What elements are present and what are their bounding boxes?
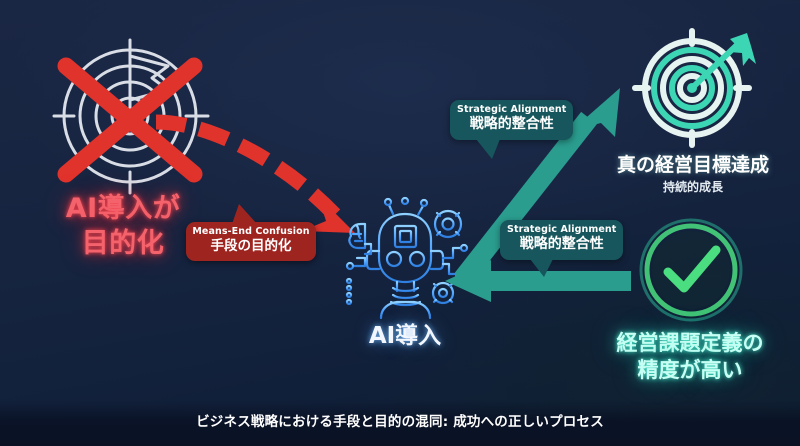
callout-tail	[232, 204, 257, 224]
failure-headline-line1: AI導入が	[65, 193, 181, 224]
problem-definition-success-node: 経営課題定義の 精度が高い	[580, 218, 800, 388]
success-label-line2: 精度が高い	[637, 358, 743, 383]
crossed-out-target-icon	[42, 38, 222, 198]
caption-text: ビジネス戦略における手段と目的の混同: 成功への正しいプロセス	[196, 414, 604, 430]
align-callout-2-en: Strategic Alignment	[507, 224, 617, 235]
callout-tail	[476, 138, 500, 159]
goal-subtitle: 持続的成長	[662, 180, 723, 194]
strategic-alignment-callout-1: Strategic Alignment 戦略的整合性	[450, 100, 574, 159]
strategic-alignment-callout-2: Strategic Alignment 戦略的整合性	[500, 220, 624, 277]
caption-bar: ビジネス戦略における手段と目的の混同: 成功への正しいプロセス	[0, 400, 800, 446]
target-with-arrow-icon	[630, 22, 760, 156]
strategic-alignment-up-arrow	[453, 85, 640, 288]
align-callout-2-ja: 戦略的整合性	[519, 236, 604, 253]
success-label: 経営課題定義の 精度が高い	[580, 330, 800, 385]
failure-headline: AI導入が 目的化	[18, 192, 228, 261]
strategic-alignment-left-arrow	[443, 258, 633, 306]
align-callout-1-en: Strategic Alignment	[457, 104, 567, 115]
means-end-callout-ja: 手段の目的化	[210, 238, 292, 255]
check-circle-icon	[632, 218, 750, 328]
means-end-red-arrow	[150, 100, 380, 245]
means-end-callout-en: Means-End Confusion	[192, 226, 310, 237]
failure-headline-line2: 目的化	[81, 227, 165, 259]
ai-node-label: AI導入	[368, 323, 442, 349]
align-callout-1-ja: 戦略的整合性	[469, 116, 554, 133]
ai-adoption-node: AI導入	[330, 196, 480, 361]
goal-title: 真の経営目標達成	[616, 154, 769, 176]
success-label-line1: 経営課題定義の	[616, 331, 764, 355]
means-end-confusion-callout: Means-End Confusion 手段の目的化	[186, 204, 316, 262]
callout-tail	[530, 258, 553, 277]
true-business-goal-node: 真の経営目標達成 持続的成長	[588, 22, 798, 202]
ai-robot-head-icon	[335, 196, 475, 325]
